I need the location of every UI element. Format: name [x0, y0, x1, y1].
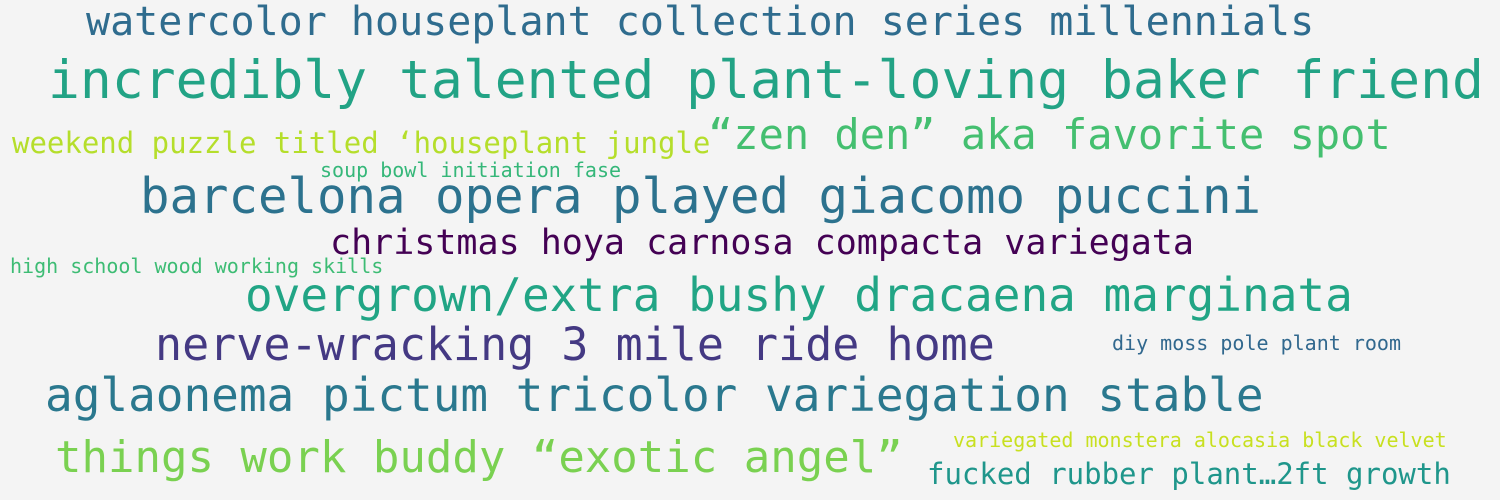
word-dracaena: overgrown/extra bushy dracaena marginata	[245, 268, 1353, 322]
word-soup-bowl: soup bowl initiation fase	[320, 158, 622, 182]
word-talented-baker: incredibly talented plant-loving baker f…	[48, 50, 1484, 111]
word-exotic-angel: things work buddy “exotic angel”	[55, 432, 903, 483]
word-zen-den: “zen den” aka favorite spot	[708, 110, 1391, 159]
word-rubber-plant: fucked rubber plant…2ft growth	[927, 457, 1451, 491]
word-moss-pole: diy moss pole plant room	[1112, 331, 1401, 355]
word-weekend-puzzle: weekend puzzle titled ‘houseplant jungle	[12, 126, 711, 160]
word-christmas-hoya: christmas hoya carnosa compacta variegat…	[330, 223, 1194, 263]
word-ride-home: nerve-wracking 3 mile ride home	[155, 318, 995, 371]
word-barcelona-opera: barcelona opera played giacomo puccini	[140, 168, 1262, 225]
word-aglaonema: aglaonema pictum tricolor variegation st…	[45, 368, 1264, 422]
word-watercolor-houseplant: watercolor houseplant collection series …	[86, 0, 1315, 45]
word-variegated-monstera: variegated monstera alocasia black velve…	[953, 428, 1447, 452]
word-wood-working: high school wood working skills	[10, 254, 384, 278]
